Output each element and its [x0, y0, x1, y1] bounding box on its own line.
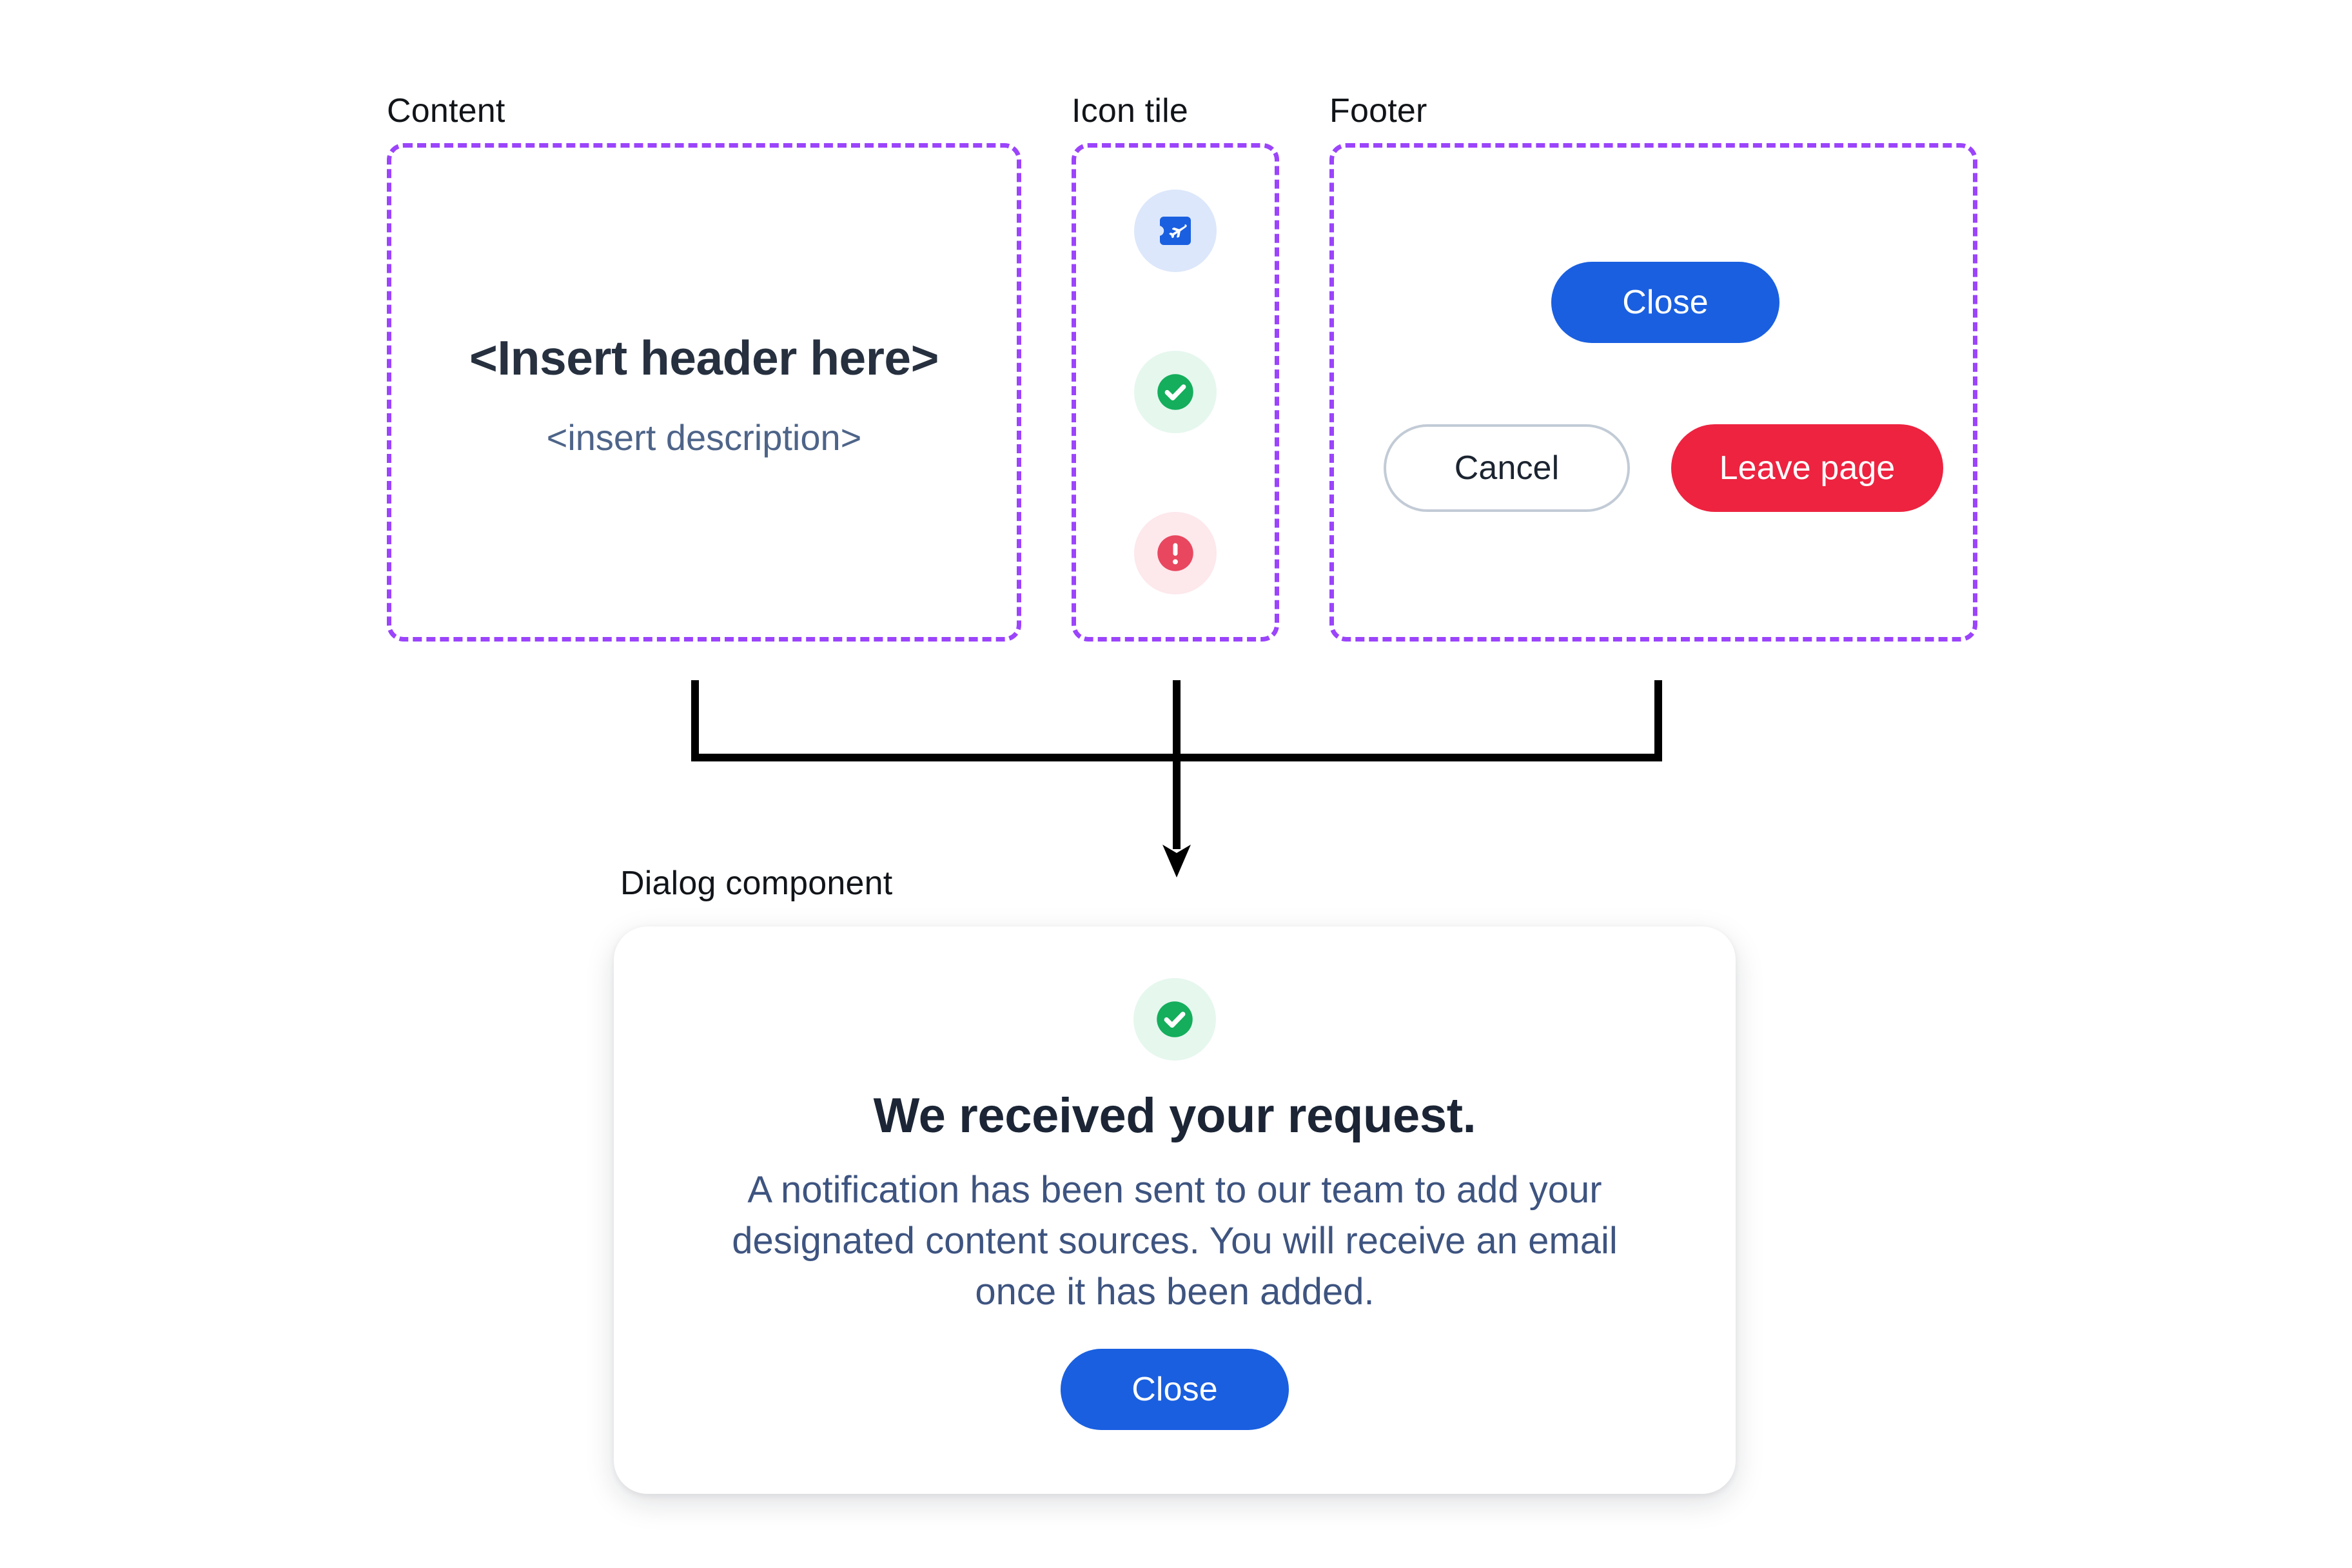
- icon-tile-section-label: Icon tile: [1072, 92, 1189, 130]
- content-section-label: Content: [387, 92, 505, 130]
- icon-tile-flight: [1134, 190, 1217, 272]
- icon-tile-error: [1134, 512, 1217, 594]
- dialog-card: We received your request. A notification…: [614, 926, 1736, 1494]
- success-check-icon: [1157, 1001, 1193, 1037]
- footer-cancel-button[interactable]: Cancel: [1384, 424, 1630, 512]
- content-header-placeholder: <Insert header here>: [469, 331, 939, 385]
- dialog-body-text: A notification has been sent to our team…: [732, 1169, 1618, 1313]
- error-alert-icon: [1157, 535, 1193, 571]
- footer-spec-box: [1329, 143, 1977, 642]
- content-placeholder-group: <Insert header here> <insert description…: [391, 331, 1017, 459]
- dialog-component-label: Dialog component: [620, 865, 893, 902]
- icon-tile-success: [1134, 351, 1217, 433]
- footer-close-button[interactable]: Close: [1551, 262, 1779, 343]
- flight-ticket-icon: [1160, 217, 1191, 245]
- success-check-icon: [1157, 374, 1193, 410]
- dialog-title: We received your request.: [873, 1088, 1476, 1143]
- content-description-placeholder: <insert description>: [546, 416, 862, 458]
- dialog-close-button[interactable]: Close: [1061, 1349, 1289, 1430]
- content-spec-box: <Insert header here> <insert description…: [387, 143, 1021, 642]
- footer-section-label: Footer: [1329, 92, 1427, 130]
- footer-leave-page-button[interactable]: Leave page: [1671, 424, 1943, 512]
- icon-tile-spec-box: [1072, 143, 1279, 642]
- connector-bracket: [691, 680, 1662, 877]
- dialog-status-icon-tile: [1133, 978, 1216, 1061]
